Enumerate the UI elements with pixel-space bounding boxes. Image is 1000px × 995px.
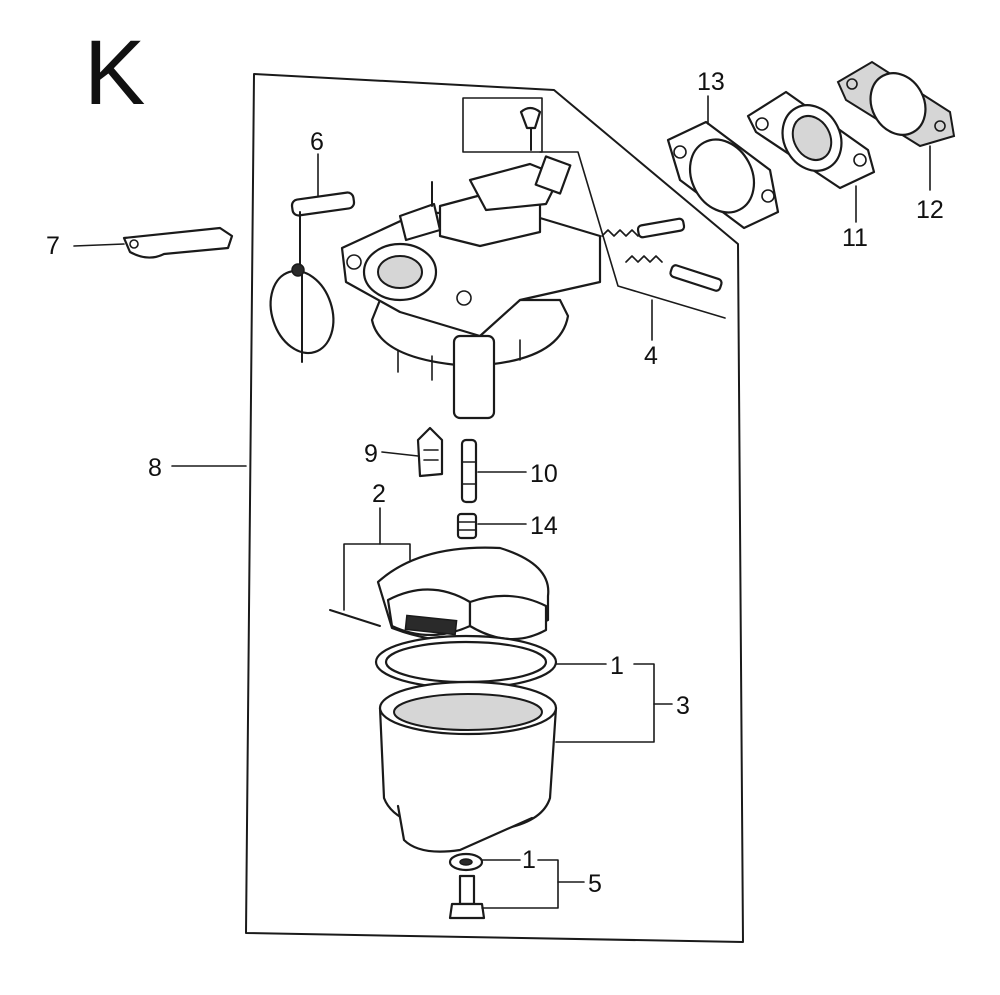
- assembly-frame: [245, 73, 744, 943]
- section-letter: K: [84, 22, 145, 124]
- throttle-link-7: [122, 226, 234, 259]
- nozzle-10: [460, 438, 478, 504]
- subassembly-4-bracket: [539, 151, 726, 319]
- callout-12: 12: [916, 196, 944, 224]
- carburetor-body: [340, 155, 602, 420]
- pilot-screw-upper: [519, 106, 542, 151]
- callout-7: 7: [46, 232, 60, 260]
- screw-4a: [636, 217, 686, 239]
- spring-4b: [625, 255, 663, 263]
- float-pin-2: [329, 609, 381, 627]
- float-2: [376, 546, 550, 643]
- callout-4: 4: [644, 342, 658, 370]
- leader-2b: [379, 543, 411, 561]
- callout-1-gasket: 1: [610, 652, 624, 680]
- insulator-11: [746, 90, 876, 190]
- main-jet-9: [416, 426, 444, 478]
- leader-7: [73, 243, 125, 247]
- callout-8: 8: [148, 454, 162, 482]
- jet-14: [456, 512, 478, 540]
- callout-13: 13: [697, 68, 725, 96]
- callout-1-washer: 1: [522, 846, 536, 874]
- gasket-12: [836, 60, 956, 148]
- washer-1: [448, 852, 484, 872]
- callout-3: 3: [676, 692, 690, 720]
- spring-4a: [601, 229, 639, 237]
- callout-11: 11: [842, 224, 868, 252]
- leader-5: [481, 859, 559, 909]
- drain-bolt-5: [448, 874, 486, 920]
- leader-3: [555, 663, 655, 743]
- callout-6: 6: [310, 128, 324, 156]
- callout-10: 10: [530, 460, 558, 488]
- leader-9: [381, 451, 419, 457]
- callout-2: 2: [372, 480, 386, 508]
- gasket-13: [666, 120, 780, 230]
- callout-14: 14: [530, 512, 558, 540]
- leader-2: [343, 507, 381, 611]
- float-chamber-3: [378, 680, 558, 853]
- choke-lever-6: [269, 191, 356, 363]
- callout-5: 5: [588, 870, 602, 898]
- callout-9: 9: [364, 440, 378, 468]
- screw-4b: [669, 264, 723, 292]
- chamber-gasket-1: [374, 634, 558, 690]
